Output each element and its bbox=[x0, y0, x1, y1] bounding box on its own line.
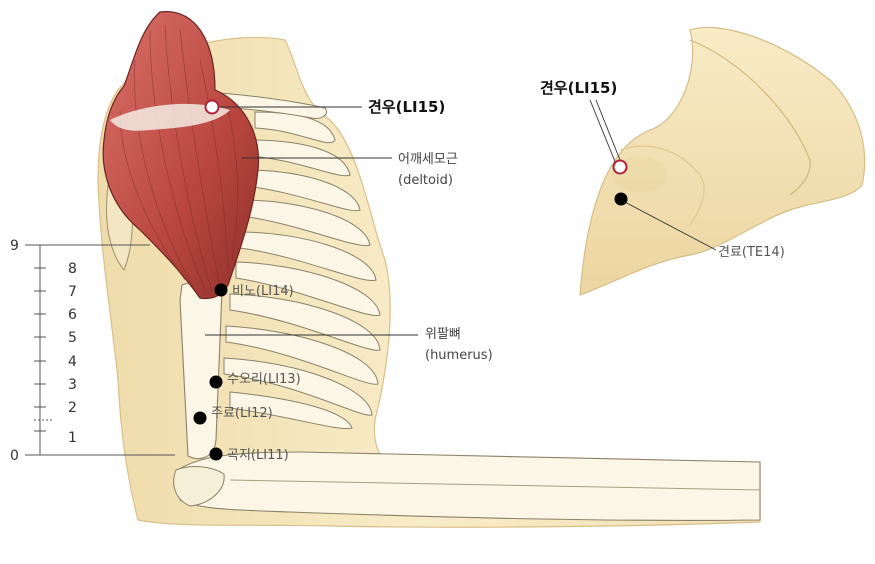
rib bbox=[235, 261, 381, 317]
label-humerus-en: (humerus) bbox=[425, 348, 493, 363]
label-deltoid-en: (deltoid) bbox=[398, 173, 453, 188]
scale-label-8: 8 bbox=[68, 261, 77, 277]
label-li13: 수오리(LI13) bbox=[227, 372, 301, 387]
leader-te14 bbox=[620, 199, 717, 251]
rib bbox=[239, 231, 377, 282]
acupoint-li11-marker bbox=[209, 447, 223, 461]
rib bbox=[229, 293, 381, 351]
acromion-highlight bbox=[110, 103, 230, 131]
raised-arm-silhouette bbox=[579, 26, 866, 296]
acupoint-li14-marker bbox=[214, 283, 228, 297]
left-body-figure bbox=[97, 11, 761, 528]
scale-label-7: 7 bbox=[68, 284, 77, 300]
scale-label-4: 4 bbox=[68, 354, 77, 370]
scale-label-1: 1 bbox=[68, 430, 77, 446]
muscle-fibers bbox=[119, 24, 238, 293]
rib bbox=[241, 199, 371, 247]
clavicle bbox=[204, 91, 327, 119]
leader-li15-right-2 bbox=[595, 99, 621, 161]
scale-label-2: 2 bbox=[68, 400, 77, 416]
forearm-bone-line bbox=[229, 479, 761, 491]
rib bbox=[229, 391, 353, 430]
label-li14: 비노(LI14) bbox=[232, 284, 294, 299]
label-li15-left: 견우(LI15) bbox=[368, 98, 445, 116]
label-li12: 주료(LI12) bbox=[211, 406, 273, 421]
acupoint-li15-marker bbox=[204, 99, 220, 115]
scale-label-5: 5 bbox=[68, 330, 77, 346]
left-acupoints bbox=[193, 99, 228, 461]
acupoint-li12-marker bbox=[193, 411, 207, 425]
scale-label-bottom: 0 bbox=[10, 448, 19, 464]
leader-li15-right bbox=[589, 99, 617, 165]
acupoint-li13-marker bbox=[209, 375, 223, 389]
arm-contour bbox=[689, 39, 811, 196]
left-leader-lines bbox=[205, 106, 418, 336]
label-li15-right: 견우(LI15) bbox=[540, 79, 617, 97]
rib bbox=[223, 357, 373, 416]
scale-label-top: 9 bbox=[10, 238, 19, 254]
elbow-joint bbox=[173, 466, 225, 507]
rib-cage bbox=[223, 111, 381, 430]
humerus-bone bbox=[179, 281, 223, 460]
acupoint-li15-right-marker bbox=[612, 159, 628, 175]
forearm bbox=[177, 451, 761, 521]
deltoid-muscle bbox=[102, 11, 260, 300]
cun-scale: 9 0 8 7 6 5 4 3 2 1 bbox=[10, 238, 175, 464]
label-humerus-ko: 위팔뼈 bbox=[425, 327, 461, 342]
right-leader-lines bbox=[589, 99, 717, 251]
rib bbox=[244, 169, 361, 212]
scale-label-6: 6 bbox=[68, 307, 77, 323]
acupoint-te14-marker bbox=[614, 192, 628, 206]
label-li11: 곡지(LI11) bbox=[227, 448, 289, 463]
label-te14: 견료(TE14) bbox=[718, 245, 785, 260]
scale-label-3: 3 bbox=[68, 377, 77, 393]
armpit-crease bbox=[619, 145, 705, 226]
label-deltoid-ko: 어깨세모근 bbox=[398, 152, 458, 167]
